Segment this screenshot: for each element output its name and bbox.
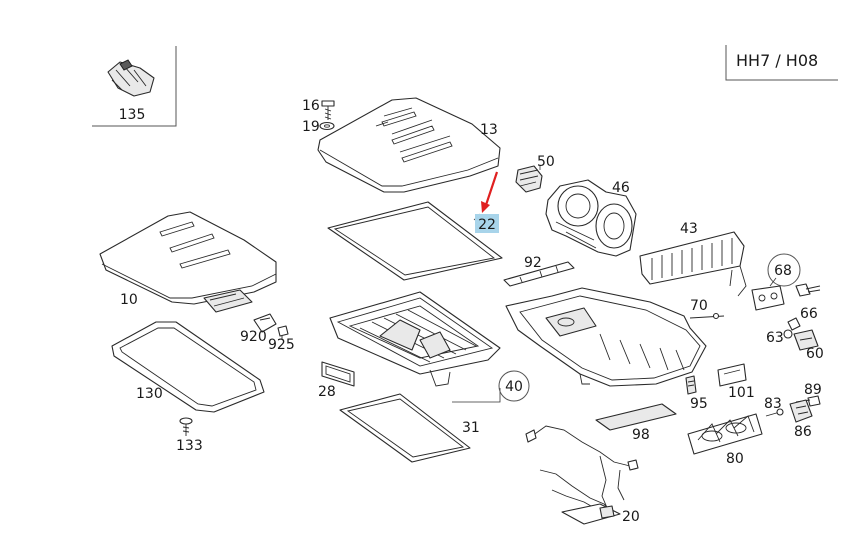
- callout-63: 63: [766, 330, 784, 346]
- part-10-lower-cover[interactable]: 10: [99, 211, 277, 313]
- part-50-connector[interactable]: 50: [515, 154, 555, 193]
- part-920[interactable]: 920: [240, 313, 277, 345]
- model-code-box: HH7 / H08: [725, 45, 838, 81]
- callout-31: 31: [462, 420, 480, 436]
- callout-40: 40: [505, 379, 523, 395]
- part-19-washer[interactable]: 19: [302, 119, 335, 135]
- callout-circle-68: [767, 253, 801, 287]
- callout-28: 28: [318, 384, 336, 400]
- callout-43: 43: [680, 221, 698, 237]
- part-130-seal[interactable]: 130: [111, 321, 265, 413]
- part-22-gasket[interactable]: [327, 201, 503, 281]
- part-63[interactable]: 63: [766, 329, 793, 346]
- part-40-housing[interactable]: 40: [452, 287, 707, 403]
- callout-50: 50: [537, 154, 555, 170]
- callout-70: 70: [690, 298, 708, 314]
- part-83[interactable]: 83: [764, 396, 784, 417]
- callout-98: 98: [632, 427, 650, 443]
- part-98-pad[interactable]: 98: [595, 403, 677, 443]
- callout-circle-40: [498, 370, 530, 402]
- part-86[interactable]: 86: [789, 399, 813, 440]
- callout-130: 130: [136, 386, 163, 402]
- callout-83: 83: [764, 396, 782, 412]
- part-43-heater-core[interactable]: 43: [639, 221, 747, 297]
- callout-135: 135: [119, 107, 146, 123]
- part-16-screw[interactable]: 16: [302, 98, 335, 120]
- callout-20: 20: [622, 509, 640, 525]
- highlight-box: [475, 214, 499, 233]
- highlight-marker-22: 22: [475, 171, 499, 233]
- part-68-relay[interactable]: 68: [751, 253, 801, 311]
- callout-13: 13: [480, 122, 498, 138]
- part-60[interactable]: 60: [793, 329, 824, 362]
- part-housing-tray[interactable]: [329, 291, 501, 387]
- model-code-label: HH7 / H08: [736, 51, 818, 70]
- callout-80: 80: [726, 451, 744, 467]
- part-95[interactable]: 95: [685, 375, 708, 412]
- callout-22: 22: [478, 217, 496, 233]
- part-135[interactable]: 135: [92, 46, 177, 127]
- highlight-arrow: [484, 171, 499, 206]
- callout-95: 95: [690, 396, 708, 412]
- part-66[interactable]: 66: [787, 306, 818, 331]
- callout-101: 101: [728, 385, 755, 401]
- callout-10: 10: [120, 292, 138, 308]
- part-68-screw[interactable]: [795, 283, 821, 297]
- callout-19: 19: [302, 119, 320, 135]
- callout-46: 46: [612, 180, 630, 196]
- callout-925: 925: [268, 337, 295, 353]
- callout-68: 68: [774, 263, 792, 279]
- part-133-screw[interactable]: 133: [176, 417, 203, 454]
- highlight-arrow-head: [481, 201, 490, 213]
- part-28-filter[interactable]: 28: [318, 361, 355, 400]
- callout-16: 16: [302, 98, 320, 114]
- part-92-strip[interactable]: 92: [503, 255, 575, 287]
- callout-89: 89: [804, 382, 822, 398]
- callout-60: 60: [806, 346, 824, 362]
- part-70-pin[interactable]: 70: [689, 298, 725, 320]
- part-80-grille[interactable]: 80: [687, 413, 763, 467]
- callout-133: 133: [176, 438, 203, 454]
- part-13-upper-cover[interactable]: 13: [317, 97, 501, 193]
- part-31-gasket[interactable]: 31: [339, 393, 480, 463]
- part-101[interactable]: 101: [717, 363, 755, 401]
- callout-920: 920: [240, 329, 267, 345]
- part-46-blower[interactable]: 46: [545, 179, 637, 257]
- callout-66: 66: [800, 306, 818, 322]
- callout-86: 86: [794, 424, 812, 440]
- part-20-harness[interactable]: 20: [525, 425, 640, 525]
- part-925[interactable]: 925: [268, 325, 295, 353]
- callout-92: 92: [524, 255, 542, 271]
